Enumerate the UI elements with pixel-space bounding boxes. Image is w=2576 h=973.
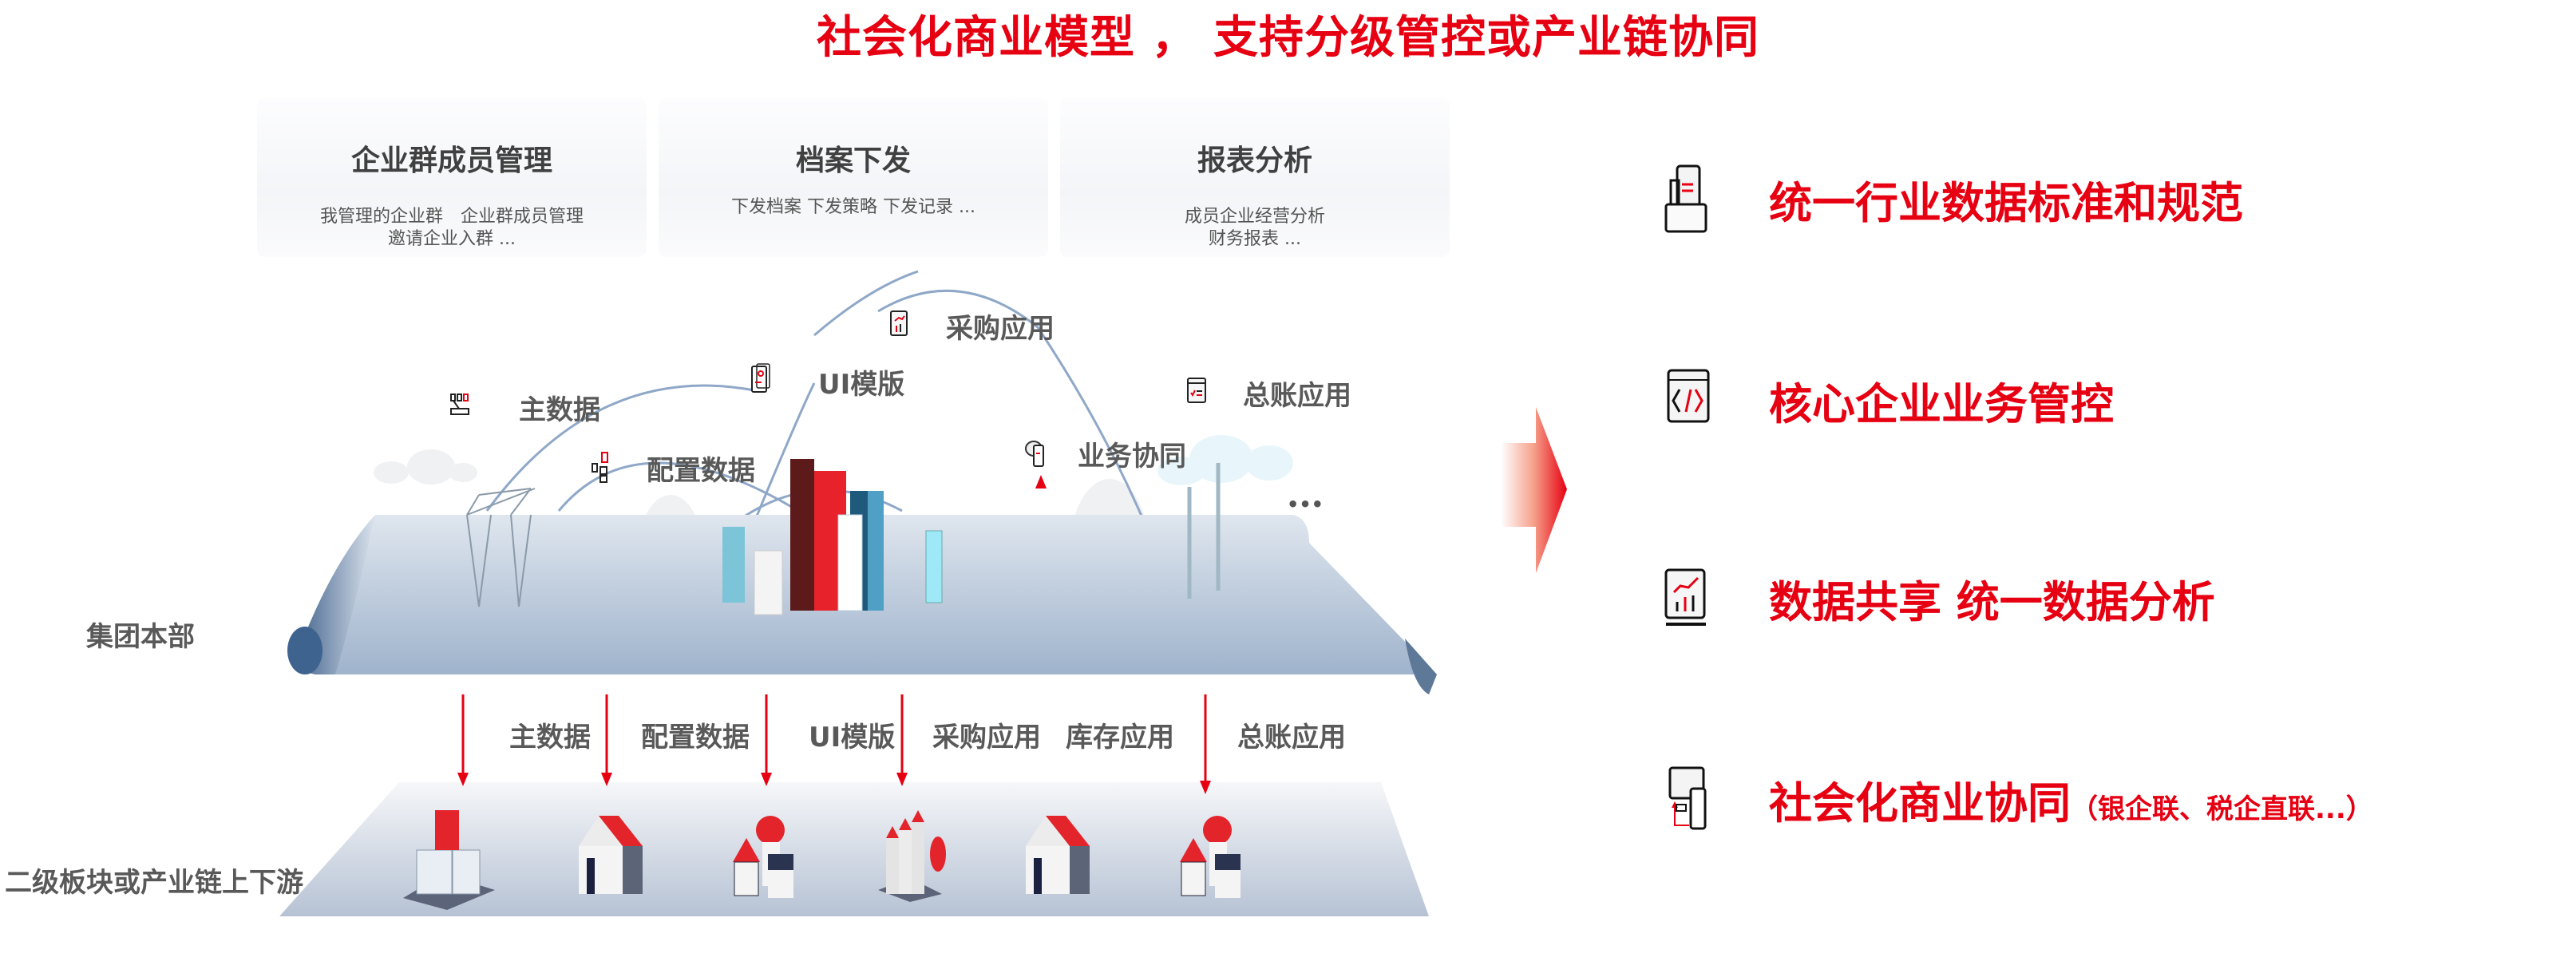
hq-node-business-collab: 业务协同	[1078, 441, 1186, 473]
hq-label: 集团本部	[86, 621, 195, 653]
subsidiary-silo	[733, 816, 793, 898]
panel-desc-line: 成员企业经营分析	[1184, 207, 1325, 227]
hq-node-config-data: 配置数据	[647, 455, 755, 487]
subsidiary-plant	[878, 810, 946, 902]
multi-device-icon	[1668, 766, 1716, 833]
subsidiary-factory	[579, 816, 643, 894]
data-standard-icon	[1664, 164, 1714, 233]
panel-heading: 档案下发	[795, 144, 911, 177]
hq-node-master-data: 主数据	[519, 394, 600, 426]
distribution-label-ledger-app: 总账应用	[1237, 722, 1346, 753]
transmission-tower	[466, 488, 536, 607]
more-nodes-ellipsis: •••	[1287, 493, 1324, 516]
city-buildings	[722, 459, 943, 615]
distribution-label-ui-template: UI模版	[809, 722, 896, 753]
hq-platform-roll-end	[287, 627, 322, 674]
business-collab-icon	[1024, 437, 1047, 469]
benefit-social-collab: 社会化商业协同（银企联、税企直联...）	[1769, 768, 2373, 831]
benefit-data-standard: 统一行业数据标准和规范	[1769, 178, 2243, 228]
wind-turbines	[1187, 463, 1221, 599]
benefit-core-control: 核心企业业务管控	[1769, 379, 2114, 429]
subsidiary-factory-2	[1026, 816, 1090, 894]
panel-heading: 报表分析	[1197, 144, 1312, 177]
panel-member-management: 企业群成员管理 我管理的企业群 企业群成员管理 邀请企业入群 ...	[257, 97, 647, 257]
procurement-app-icon	[889, 310, 910, 338]
subsidiary-buildings	[403, 810, 1241, 910]
analytics-chart-icon	[1664, 565, 1714, 629]
panel-archive-distribution: 档案下发 下发档案 下发策略 下发记录 ...	[659, 97, 1048, 257]
benefit-social-collab-sub: （银企联、税企直联...）	[2071, 793, 2373, 825]
subsidiary-platform	[279, 782, 1429, 916]
panel-desc: 成员企业经营分析 财务报表 ...	[1060, 206, 1450, 251]
code-window-icon	[1667, 369, 1715, 425]
master-data-icon	[449, 391, 470, 417]
hq-node-procurement-app: 采购应用	[946, 313, 1055, 345]
ledger-app-icon	[1186, 375, 1207, 404]
panel-desc-line: 我管理的企业群 企业群成员管理	[319, 207, 584, 227]
benefit-social-collab-text: 社会化商业协同	[1769, 778, 2071, 829]
config-data-icon	[591, 451, 610, 483]
panel-desc-line: 邀请企业入群 ...	[388, 229, 516, 249]
distribution-arrows	[461, 694, 1207, 786]
panel-desc: 我管理的企业群 企业群成员管理 邀请企业入群 ...	[257, 206, 647, 251]
hq-node-ledger-app: 总账应用	[1243, 380, 1351, 412]
distribution-label-master-data: 主数据	[509, 722, 591, 753]
panel-desc-line: 财务报表 ...	[1209, 229, 1301, 249]
distribution-label-procurement-app: 采购应用	[932, 722, 1041, 753]
flow-arrow-icon	[1501, 407, 1567, 573]
panel-report-analysis: 报表分析 成员企业经营分析 财务报表 ...	[1060, 97, 1450, 257]
panel-desc-line: 下发档案 下发策略 下发记录 ...	[731, 197, 975, 217]
subsidiary-office	[403, 810, 495, 910]
subsidiary-label: 二级板块或产业链上下游	[5, 867, 303, 899]
distribution-label-inventory-app: 库存应用	[1066, 722, 1174, 753]
hq-node-ui-template: UI模版	[818, 369, 905, 401]
panel-desc: 下发档案 下发策略 下发记录 ...	[659, 196, 1048, 219]
benefit-data-sharing: 数据共享 统一数据分析	[1769, 577, 2215, 627]
panel-heading: 企业群成员管理	[350, 144, 552, 177]
page-title: 社会化商业模型 ， 支持分级管控或产业链协同	[817, 12, 1759, 64]
architecture-illustration	[279, 270, 1437, 916]
clouds-light	[1157, 435, 1293, 485]
subsidiary-silo-2	[1180, 816, 1241, 898]
distribution-label-config-data: 配置数据	[641, 722, 750, 753]
ui-template-icon	[750, 363, 771, 395]
